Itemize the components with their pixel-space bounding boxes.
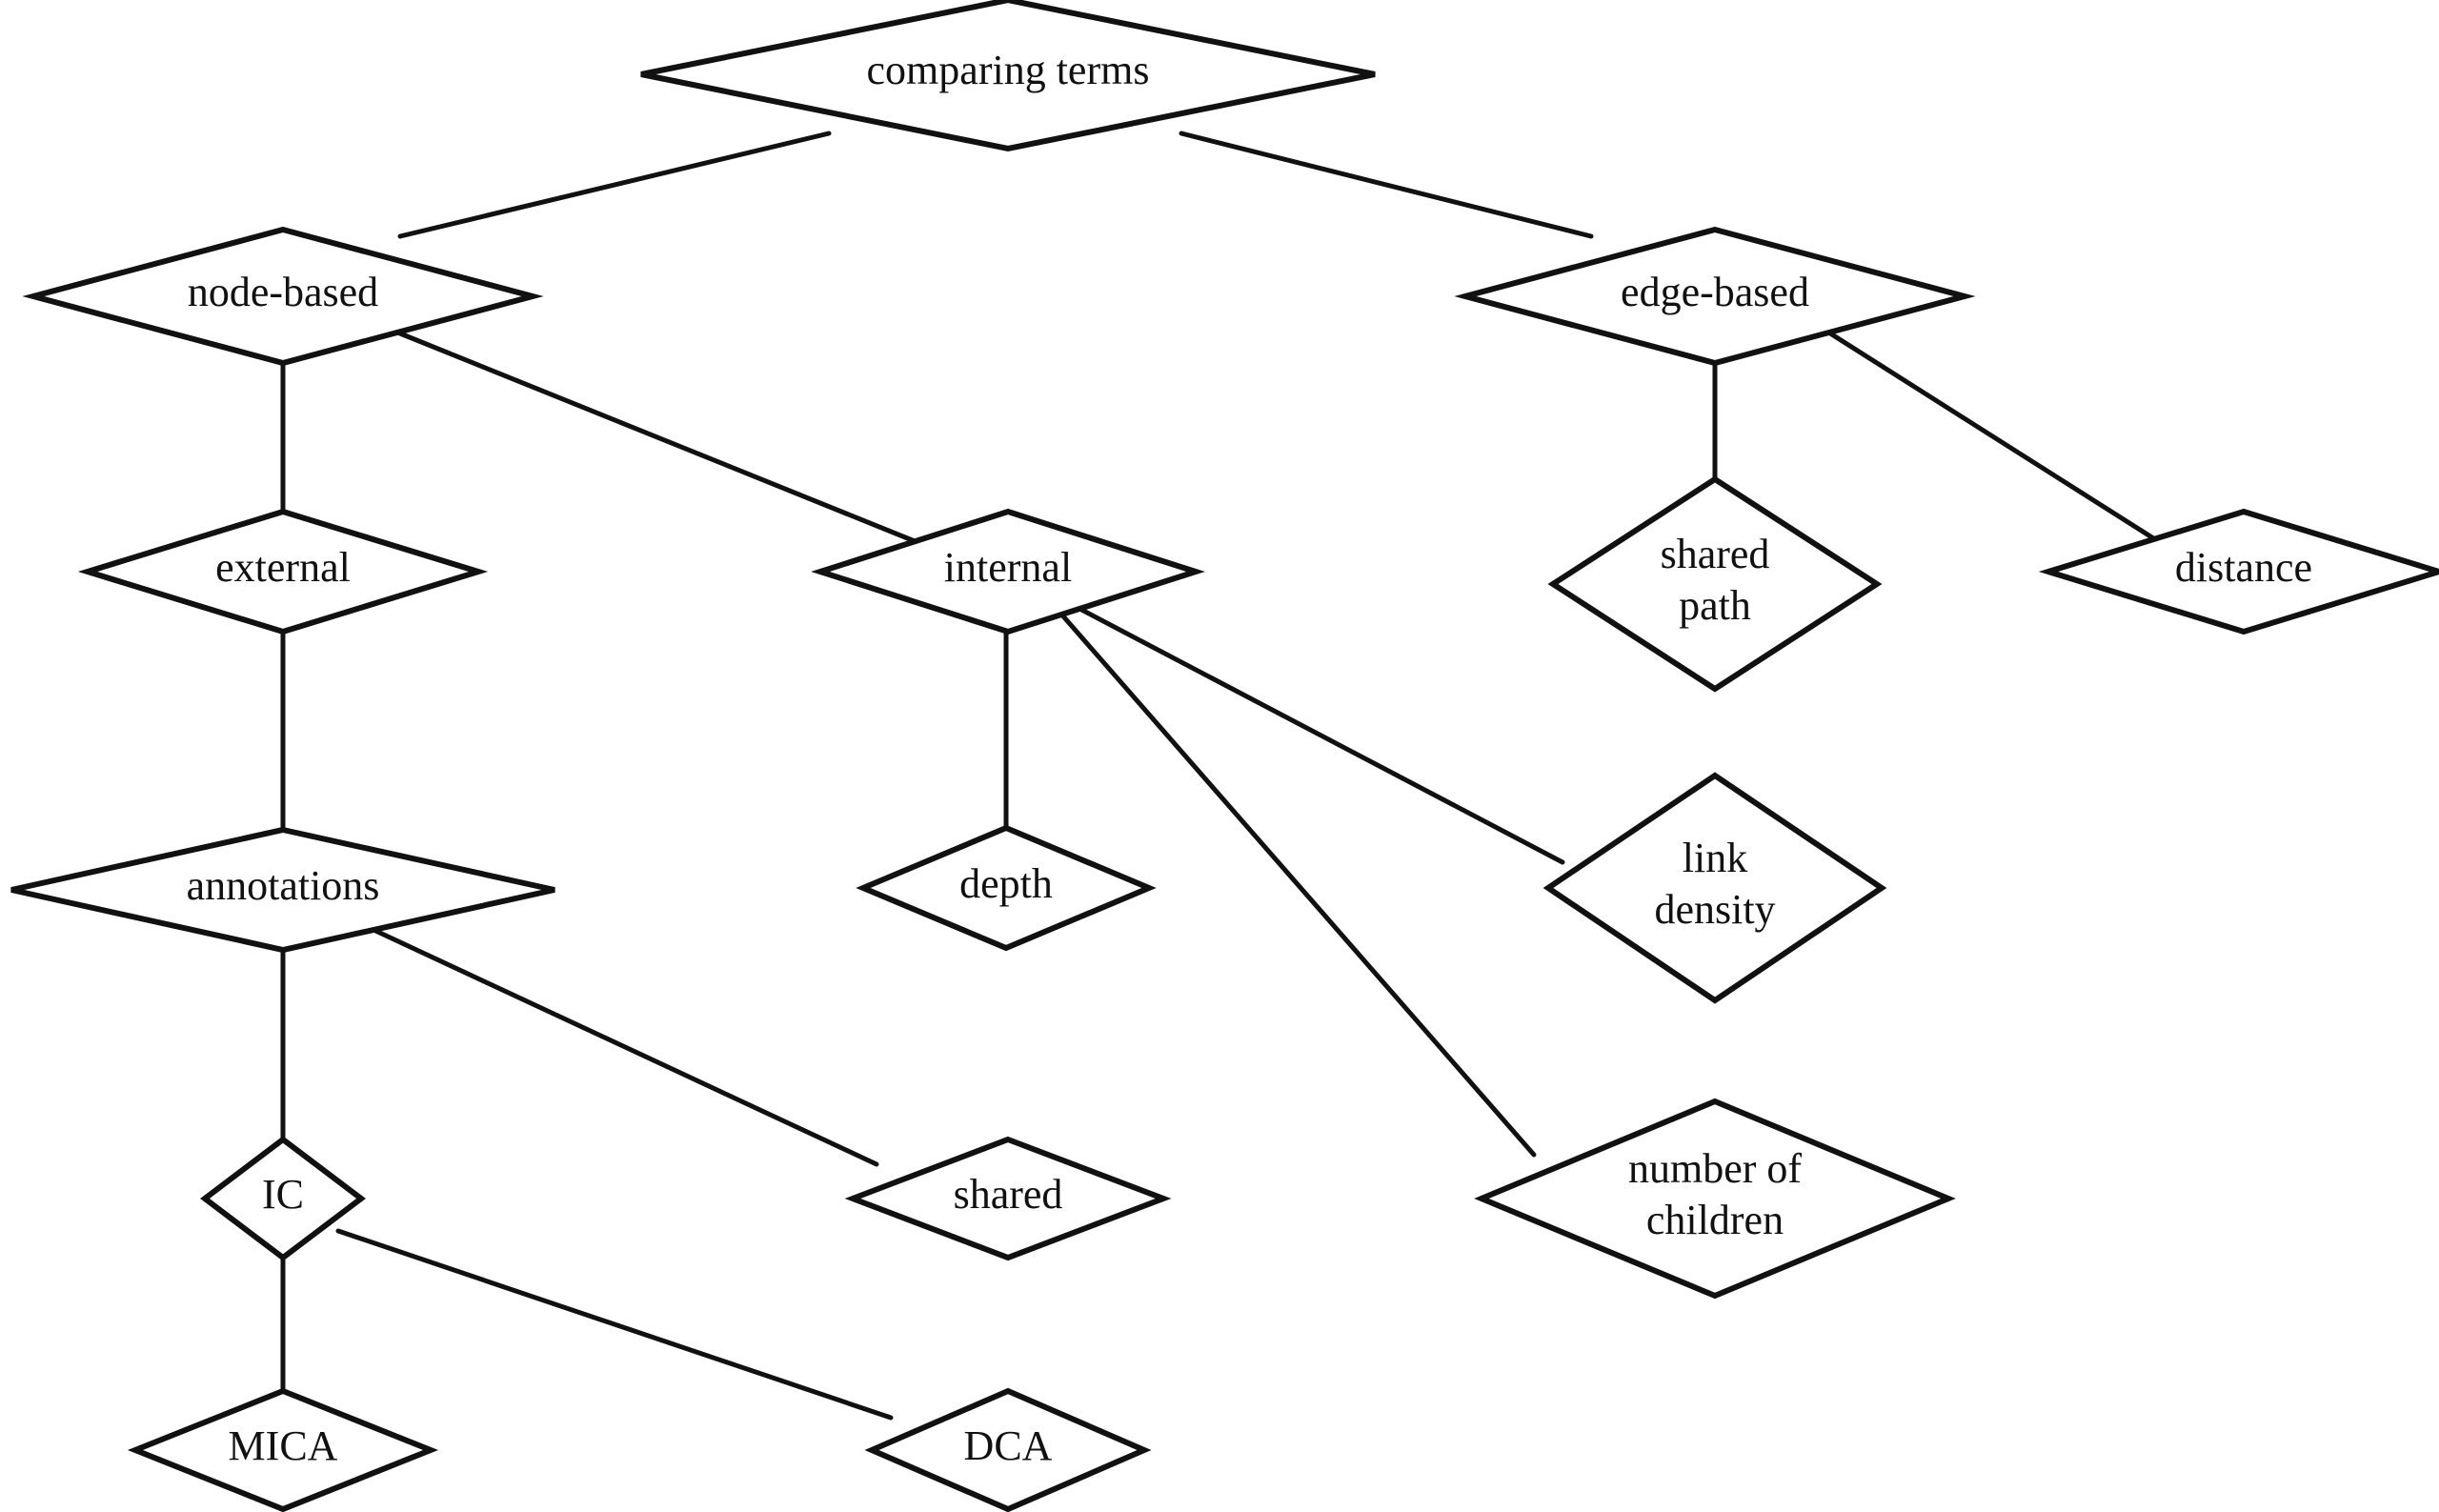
node-shape-internal	[811, 508, 1205, 635]
edge-ic-to-dca	[335, 1228, 894, 1421]
edge-internal-to-number-of-children	[1055, 607, 1537, 1158]
node-shape-annotations	[10, 826, 555, 954]
edges-layer	[280, 131, 2161, 1421]
node-link-density[interactable]: link density	[1542, 772, 1887, 1004]
edge-comparing-terms-to-edge-based	[1179, 131, 1594, 239]
node-label-depth: depth	[959, 860, 1053, 907]
node-node-based[interactable]: node-based	[22, 226, 544, 367]
node-label-shared-path: shared	[1661, 531, 1770, 577]
node-shape-shared-path	[1547, 475, 1883, 693]
node-shape-shared	[844, 1136, 1172, 1261]
node-label-comparing-terms: comparing terms	[867, 47, 1150, 93]
nodes-layer: comparing terms node-based edge-based exter…	[10, 0, 2439, 1512]
node-internal[interactable]: internal	[811, 508, 1205, 635]
node-mica[interactable]: MICA	[127, 1387, 439, 1512]
node-label-shared: shared	[954, 1171, 1063, 1218]
node-label-distance: distance	[2175, 544, 2312, 591]
node-shape-ic	[200, 1136, 366, 1261]
node-label-link-density: link	[1683, 835, 1747, 881]
node-shape-external	[77, 508, 489, 635]
node-label-ic: IC	[262, 1171, 304, 1218]
node-depth[interactable]: depth	[856, 824, 1157, 952]
node-label-link-density: density	[1654, 886, 1775, 933]
node-label-internal: internal	[944, 544, 1072, 591]
node-dca[interactable]: DCA	[864, 1387, 1152, 1512]
node-shape-node-based	[22, 226, 544, 367]
edge-node-based-to-internal	[393, 329, 917, 544]
node-comparing-terms[interactable]: comparing terms	[640, 0, 1376, 152]
node-label-annotations: annotations	[187, 862, 380, 909]
node-shape-dca	[864, 1387, 1152, 1512]
node-shape-link-density	[1542, 772, 1887, 1004]
node-shape-distance	[2038, 508, 2439, 635]
node-distance[interactable]: distance	[2038, 508, 2439, 635]
node-shared[interactable]: shared	[844, 1136, 1172, 1261]
node-label-dca: DCA	[964, 1422, 1053, 1469]
node-external[interactable]: external	[77, 508, 489, 635]
node-label-edge-based: edge-based	[1621, 269, 1809, 315]
node-edge-based[interactable]: edge-based	[1454, 226, 1976, 367]
node-label-node-based: node-based	[188, 269, 378, 315]
node-label-shared-path: path	[1679, 582, 1751, 629]
node-annotations[interactable]: annotations	[10, 826, 555, 954]
node-label-external: external	[215, 544, 351, 591]
node-label-number-of-children: number of	[1628, 1145, 1802, 1192]
node-ic[interactable]: IC	[200, 1136, 366, 1261]
node-shape-number-of-children	[1474, 1098, 1956, 1300]
node-shape-comparing-terms	[640, 0, 1376, 152]
node-label-number-of-children: children	[1646, 1197, 1784, 1243]
edge-comparing-terms-to-node-based	[397, 131, 832, 239]
node-shape-mica	[127, 1387, 439, 1512]
edge-internal-to-link-density	[1064, 599, 1565, 865]
node-shape-depth	[856, 824, 1157, 952]
node-label-mica: MICA	[229, 1422, 338, 1469]
node-number-of-children[interactable]: number of children	[1474, 1098, 1956, 1300]
node-shared-path[interactable]: shared path	[1547, 475, 1883, 693]
edge-edge-based-to-distance	[1824, 329, 2161, 544]
node-shape-edge-based	[1454, 226, 1976, 367]
edge-annotations-to-shared	[369, 926, 879, 1167]
